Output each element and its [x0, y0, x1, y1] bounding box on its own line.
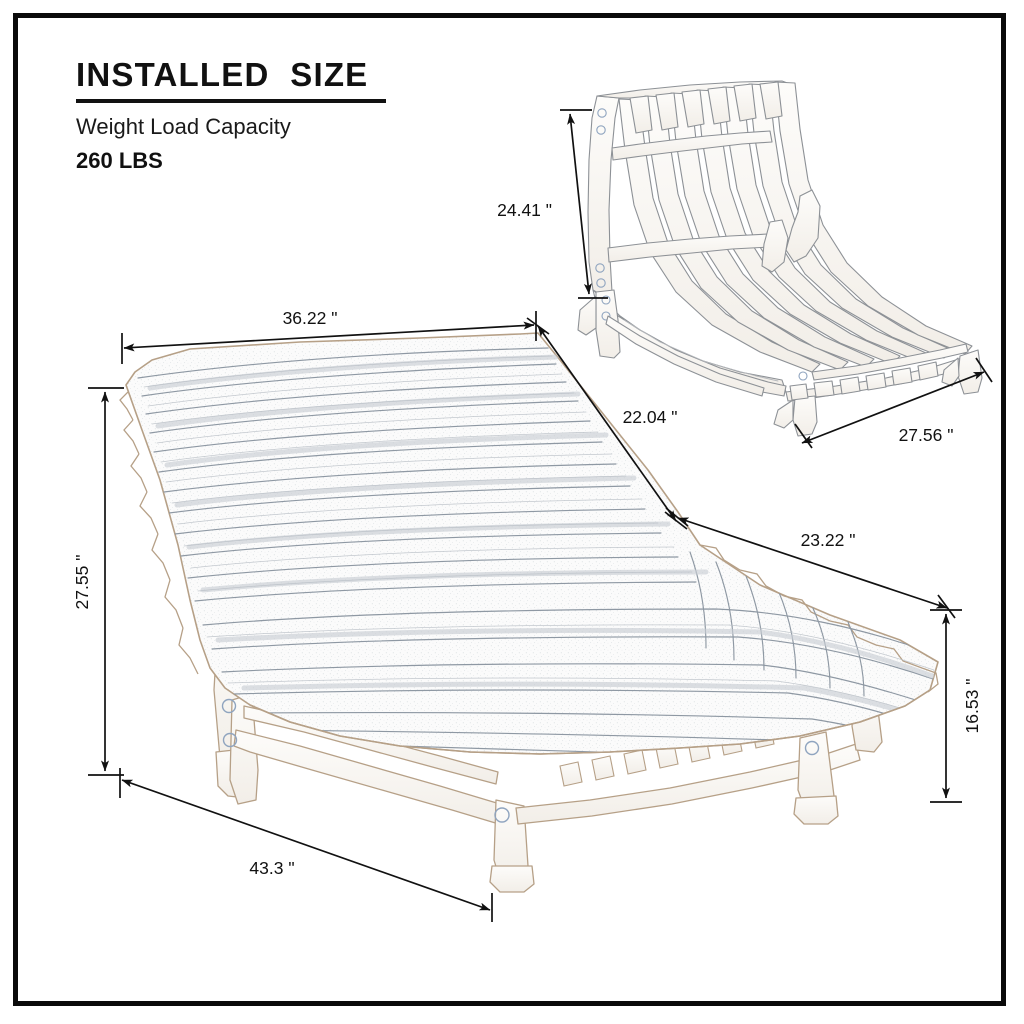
- dimension-label-24-41: 24.41 ": [497, 200, 552, 220]
- assembled-chair-drawing: [119, 332, 939, 893]
- dimension-frame-height: [560, 109, 608, 299]
- dimension-label-43-3: 43.3 ": [249, 858, 294, 878]
- dimension-frame-depth: [794, 357, 993, 449]
- dimension-backrest-width: [121, 311, 537, 364]
- dimension-overall-length: [119, 768, 493, 922]
- dimension-label-27-56: 27.56 ": [899, 425, 954, 445]
- weight-capacity-label: Weight Load Capacity: [76, 113, 291, 139]
- dimension-label-22-04: 22.04 ": [623, 407, 678, 427]
- frame-only-drawing: [577, 80, 983, 437]
- weight-capacity-value: 260 LBS: [76, 147, 163, 173]
- dimension-overall-height: [88, 387, 124, 776]
- title-underline: [76, 98, 386, 103]
- dimension-seat-height: [930, 609, 962, 803]
- dimension-label-27-55: 27.55 ": [72, 555, 92, 610]
- dimension-label-23-22: 23.22 ": [801, 530, 856, 550]
- dimension-seat-depth: [665, 507, 956, 619]
- dimension-label-36-22: 36.22 ": [283, 308, 338, 328]
- page-title: INSTALLED SIZE: [76, 56, 369, 93]
- header-block: INSTALLED SIZE Weight Load Capacity 260 …: [76, 56, 496, 173]
- dimension-label-16-53: 16.53 ": [962, 679, 982, 734]
